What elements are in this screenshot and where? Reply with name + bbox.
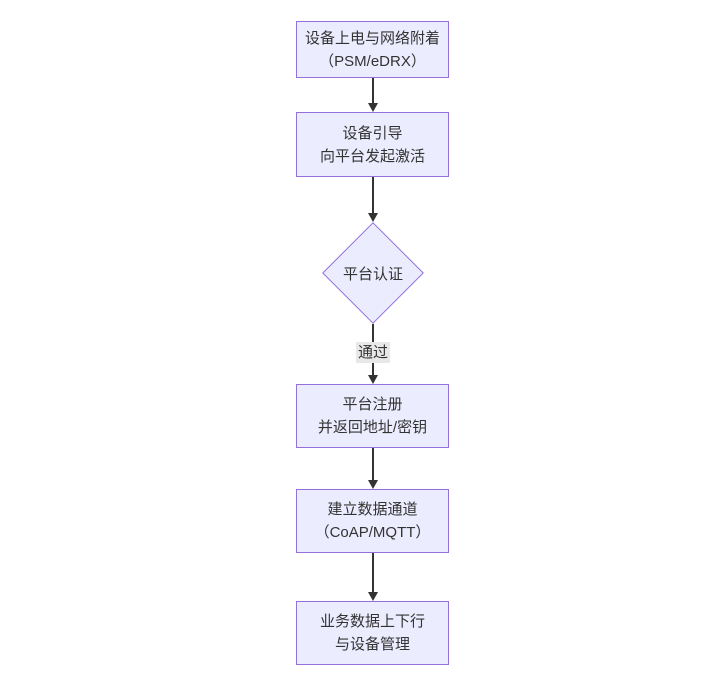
arrow-down-icon — [368, 213, 378, 222]
edge-line — [372, 553, 374, 593]
edge-label-pass: 通过 — [355, 342, 391, 363]
flow-node-power-attach: 设备上电与网络附着 （PSM/eDRX） — [296, 21, 449, 78]
node-text-line: 向平台发起激活 — [319, 147, 425, 165]
node-text-line: 设备上电与网络附着 — [304, 29, 440, 47]
flow-node-business: 业务数据上下行 与设备管理 — [296, 601, 449, 665]
flow-node-bootstrap: 设备引导 向平台发起激活 — [296, 112, 449, 177]
node-text-line: 建立数据通道 — [327, 501, 418, 518]
flow-node-data-channel: 建立数据通道 （CoAP/MQTT） — [296, 489, 449, 553]
edge-line — [372, 448, 374, 481]
flow-node-platform-auth: 平台认证 — [322, 222, 424, 324]
arrow-down-icon — [368, 375, 378, 384]
node-text-line: （CoAP/MQTT） — [314, 524, 431, 541]
node-text-line: 平台认证 — [342, 265, 403, 283]
node-text-line: 业务数据上下行 — [319, 613, 425, 630]
node-text-line: 设备引导 — [342, 124, 403, 142]
edge-line — [372, 78, 374, 104]
node-text-line: 平台注册 — [342, 396, 403, 413]
node-text-line: 与设备管理 — [334, 636, 410, 653]
flow-node-register: 平台注册 并返回地址/密钥 — [296, 384, 449, 448]
arrow-down-icon — [368, 592, 378, 601]
node-text-line: 并返回地址/密钥 — [317, 419, 428, 436]
edge-line — [372, 177, 374, 214]
arrow-down-icon — [368, 480, 378, 489]
arrow-down-icon — [368, 103, 378, 112]
node-text-line: （PSM/eDRX） — [319, 52, 426, 70]
